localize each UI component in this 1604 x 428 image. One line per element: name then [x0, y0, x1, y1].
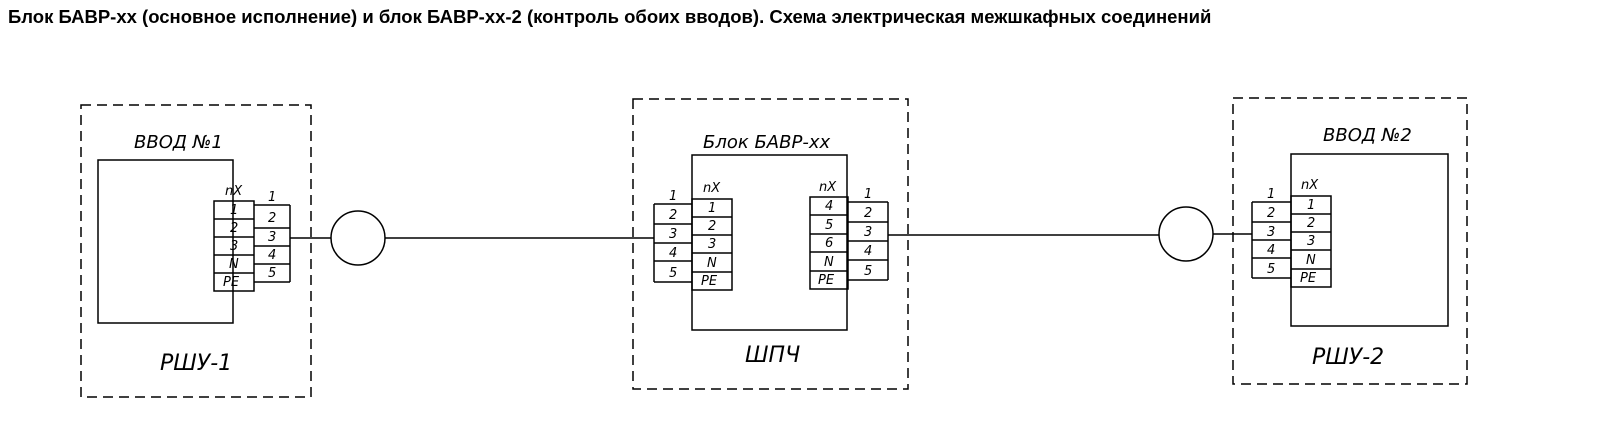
cable-numbers-right [1251, 201, 1291, 279]
terminal-cell: PE [818, 273, 835, 288]
terminal-cell: 3 [1307, 234, 1315, 249]
cabinet-label-center: ШПЧ [745, 343, 800, 368]
terminal-cell: 2 [708, 219, 716, 234]
cable-number: 3 [268, 230, 276, 245]
device-label-center: Блок БАВР-хх [703, 132, 830, 153]
cable-number: 2 [1267, 206, 1275, 221]
terminal-header-right: nX [1301, 178, 1319, 193]
device-left-box [97, 159, 234, 324]
diagram-title: Блок БАВР-хх (основное исполнение) и бло… [8, 6, 1212, 27]
cable-numbers-left [254, 204, 291, 283]
cabinet-label-left: РШУ-1 [160, 351, 232, 376]
terminal-cell: 6 [825, 236, 833, 251]
cable-numbers-center-right [848, 201, 889, 281]
terminal-cell: 2 [230, 221, 238, 236]
cable-number: 2 [669, 208, 677, 223]
cable-marker-right [1158, 206, 1214, 262]
terminal-strip-right [1290, 195, 1332, 288]
cable-number: 3 [864, 225, 872, 240]
terminal-cell: N [1306, 253, 1316, 268]
cable-numbers-center-left [653, 203, 692, 283]
cable-number: 3 [1267, 225, 1275, 240]
cable-number: 1 [268, 190, 276, 205]
terminal-header-center-left: nX [703, 181, 721, 196]
terminal-cell: N [707, 256, 717, 271]
terminal-cell: N [824, 255, 834, 270]
cable-number: 4 [1267, 243, 1275, 258]
terminal-cell: 5 [825, 218, 833, 233]
terminal-header-left: nX [225, 184, 243, 199]
device-label-left: ВВОД №1 [134, 132, 223, 153]
terminal-cell: N [229, 257, 239, 272]
terminal-strip-center-left [691, 198, 733, 291]
cable-number: 4 [864, 244, 872, 259]
terminal-strip-center-right [809, 196, 849, 290]
terminal-cell: 3 [708, 237, 716, 252]
terminal-cell: 1 [230, 203, 238, 218]
cable-number: 4 [268, 248, 276, 263]
cabinet-left-border [80, 104, 312, 398]
terminal-cell: PE [701, 274, 718, 289]
cable-number: 3 [669, 227, 677, 242]
cable-number: 1 [669, 189, 677, 204]
terminal-cell: 2 [1307, 216, 1315, 231]
cable-marker-left [330, 210, 386, 266]
terminal-cell: 4 [825, 199, 833, 214]
terminal-cell: 1 [1307, 198, 1315, 213]
cable-number: 5 [669, 266, 677, 281]
terminal-cell: 1 [708, 201, 716, 216]
cabinet-center-border [632, 98, 909, 390]
cable-number: 5 [864, 264, 872, 279]
terminal-cell: PE [1300, 271, 1317, 286]
device-label-right: ВВОД №2 [1323, 125, 1412, 146]
cable-number: 2 [864, 206, 872, 221]
cabinet-label-right: РШУ-2 [1312, 345, 1384, 370]
cable-number: 1 [864, 187, 872, 202]
cable-number: 4 [669, 246, 677, 261]
cable-number: 5 [1267, 262, 1275, 277]
cable-number: 5 [268, 266, 276, 281]
cable-number: 2 [268, 211, 276, 226]
terminal-header-center-right: nX [819, 180, 837, 195]
cabinet-right-border [1232, 97, 1468, 385]
terminal-cell: 3 [230, 239, 238, 254]
cable-number: 1 [1267, 187, 1275, 202]
terminal-cell: PE [223, 275, 240, 290]
